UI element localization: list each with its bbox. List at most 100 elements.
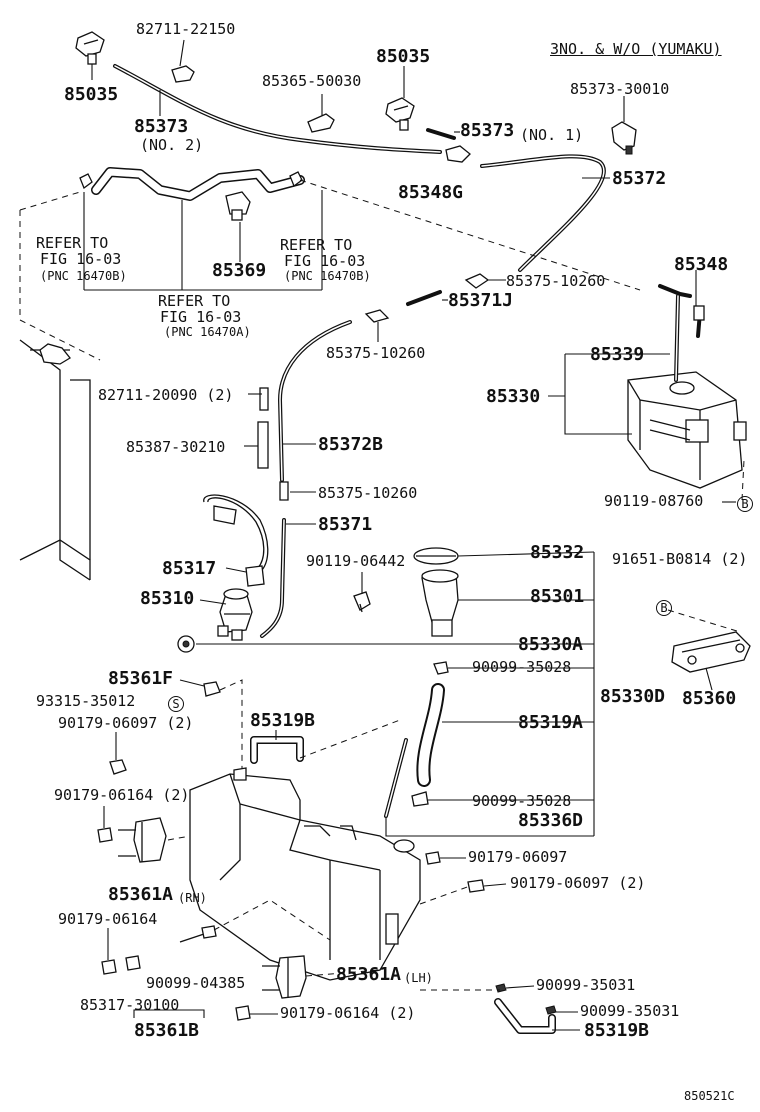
nut-90179-06097-right xyxy=(425,851,441,865)
dash-93315 xyxy=(219,679,243,770)
leader-85361B xyxy=(133,1009,205,1018)
hose-85372 xyxy=(480,154,606,272)
grommet-85330A xyxy=(177,635,195,653)
part-label: 85301 xyxy=(530,586,585,607)
part-label: 90099-35028 xyxy=(472,792,572,810)
bracket-85361A-lh xyxy=(262,955,307,999)
tube-85373-no1 xyxy=(426,128,456,140)
clamp-85365-50030 xyxy=(307,113,335,133)
bolt-93315-35012 xyxy=(203,681,221,697)
marker-b-bracket: B xyxy=(656,600,672,616)
tube-85336D xyxy=(384,738,408,818)
leader-85317 xyxy=(225,567,247,573)
tube-85348 xyxy=(658,284,705,338)
clip-90099-35031-a xyxy=(495,983,507,993)
leader-85310 xyxy=(199,599,227,605)
refer-label: (PNC 16470B) xyxy=(284,269,371,283)
clip-90099-35028-b xyxy=(411,791,429,807)
part-label: 91651-B0814 (2) xyxy=(612,550,748,568)
dash-90099-04385 xyxy=(213,899,331,941)
part-label: 85361A xyxy=(108,884,174,905)
dash-85360-marker xyxy=(667,609,741,633)
inlet-85301 xyxy=(421,569,459,637)
ref-dash-upper xyxy=(299,179,641,291)
part-label: 85330 xyxy=(486,386,541,407)
part-label: 85371J xyxy=(448,290,514,311)
part-label: 85035 xyxy=(64,84,119,105)
refer-label: REFER TO xyxy=(280,236,353,254)
part-label: 85035 xyxy=(376,46,431,67)
marker-b-tank: B xyxy=(737,496,753,512)
nut-90179-06097-upper xyxy=(109,759,127,775)
connector-85375-10260-mid xyxy=(364,309,390,323)
part-label: (LH) xyxy=(404,971,433,985)
nut-90179-06164-upper xyxy=(97,827,113,843)
nut-90179-06164-lower xyxy=(101,959,117,975)
body-ref-dash-left xyxy=(19,191,81,211)
clip-82711-22150 xyxy=(171,65,195,83)
dash-85361A-rh xyxy=(167,835,191,841)
part-label: 85361A xyxy=(336,964,402,985)
part-label: 85339 xyxy=(590,344,645,365)
hose-85373-no2 xyxy=(113,64,442,154)
part-label: 85319B xyxy=(584,1020,650,1041)
part-label: 85332 xyxy=(530,542,585,563)
part-label: 85372B xyxy=(318,434,384,455)
part-label: 90179-06097 (2) xyxy=(58,714,194,732)
nut-90179-06164-bottom xyxy=(235,1005,251,1021)
screw-90119-06442 xyxy=(353,591,371,613)
part-label: 85330A xyxy=(518,634,584,655)
hose-85319B-upper xyxy=(250,736,304,764)
bracket-85369 xyxy=(225,191,251,221)
part-label: 82711-20090 (2) xyxy=(98,386,234,404)
leader-85361F xyxy=(179,679,205,687)
part-label: 85330D xyxy=(600,686,666,707)
part-label: 85373-30010 xyxy=(570,80,670,98)
wire-85317 xyxy=(203,494,269,587)
part-label: 85361F xyxy=(108,668,174,689)
refer-label: REFER TO xyxy=(158,292,231,310)
clip-90099-35031-b xyxy=(545,1005,557,1015)
part-label: 85373 xyxy=(460,120,515,141)
washer-pump-85310 xyxy=(217,588,253,641)
dash-85361A-lh xyxy=(305,969,381,977)
dash-90179-06097-2-right xyxy=(419,885,471,905)
part-label: (RH) xyxy=(178,891,207,905)
leader-85339 xyxy=(564,353,670,435)
drawing-code: 850521C xyxy=(684,1089,735,1103)
nozzle-85373-30010 xyxy=(611,121,637,155)
part-label: (NO. 2) xyxy=(140,136,204,154)
dash-85319B xyxy=(299,719,401,759)
refer-label: FIG 16-03 xyxy=(284,252,366,270)
part-label: 85348 xyxy=(674,254,729,275)
part-label: 85319A xyxy=(518,712,584,733)
part-label: 93315-35012 xyxy=(36,692,136,710)
bolt-90099-04385 xyxy=(179,925,217,943)
leader-90099-35031-a xyxy=(505,985,535,989)
heater-hose-assembly xyxy=(91,167,305,201)
washer-nozzle-left xyxy=(75,31,105,65)
part-label: 85372 xyxy=(612,168,667,189)
washer-tank-upper-85330 xyxy=(627,371,747,489)
grommet-85317-30100 xyxy=(125,955,141,971)
part-label: 85361B xyxy=(134,1020,200,1041)
part-label: 90119-08760 xyxy=(604,492,704,510)
refer-label: FIG 16-03 xyxy=(40,250,122,268)
part-label: 85348G xyxy=(398,182,464,203)
part-label: 85317 xyxy=(162,558,217,579)
part-label: 85373 xyxy=(134,116,189,137)
part-label: 90099-35031 xyxy=(580,1002,680,1020)
leader-85360 xyxy=(705,667,713,691)
part-label: 85319B xyxy=(250,710,316,731)
part-label: 90119-06442 xyxy=(306,552,406,570)
clip-82711-20090 xyxy=(259,387,269,411)
part-label: 85387-30210 xyxy=(126,438,226,456)
hose-clip-right xyxy=(289,171,303,188)
leader-85336D xyxy=(385,816,594,837)
note-label: 3NO. & W/O (YUMAKU) xyxy=(550,40,722,58)
leader-85332 xyxy=(457,551,595,557)
nut-90179-06097-2-right xyxy=(467,879,485,893)
leader-90179-06097-2-right xyxy=(483,883,507,887)
